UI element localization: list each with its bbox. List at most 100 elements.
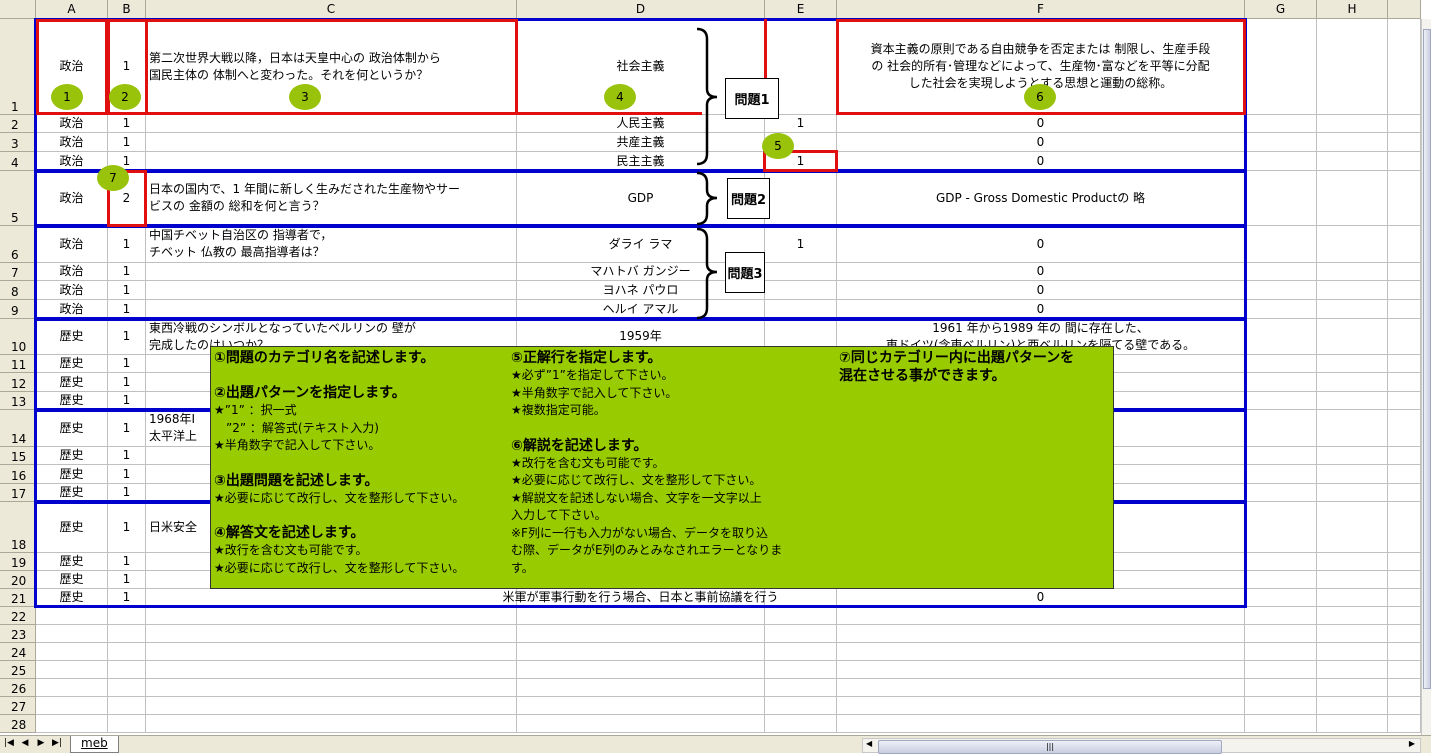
cell-e[interactable] [765,300,837,319]
cell-a[interactable]: 政治 [36,133,108,152]
cell-e[interactable] [765,589,837,607]
horizontal-scrollbar[interactable]: ◀ ||| ▶ [862,738,1421,754]
cell-x[interactable] [1317,484,1388,502]
vertical-scroll-thumb[interactable] [1423,29,1431,689]
cell-x[interactable] [1245,410,1317,447]
cell-d[interactable]: ヘルイ アマル [517,300,765,319]
cell-x[interactable] [1388,484,1421,502]
cell-e[interactable]: 1 [765,115,837,133]
row-header[interactable]: 13 [0,392,36,410]
cell-x[interactable] [1245,502,1317,553]
cell-f[interactable]: 0 [837,115,1245,133]
cell-x[interactable] [1245,697,1317,715]
cell-x[interactable] [1317,263,1388,281]
cell-x[interactable] [1388,661,1421,679]
cell-a[interactable] [36,697,108,715]
cell-d[interactable] [517,607,765,625]
cell-x[interactable] [1245,571,1317,589]
cell-b[interactable]: 1 [108,281,146,300]
row-header[interactable]: 10 [0,319,36,355]
cell-x[interactable] [1388,19,1421,115]
cell-x[interactable] [1245,715,1317,733]
row-header[interactable]: 20 [0,571,36,589]
row-header[interactable]: 25 [0,661,36,679]
row-header[interactable]: 18 [0,502,36,553]
cell-x[interactable] [1388,152,1421,171]
row-header[interactable]: 14 [0,410,36,447]
cell-x[interactable] [1245,171,1317,226]
cell-x[interactable] [1245,447,1317,465]
cell-f[interactable] [837,607,1245,625]
cell-a[interactable]: 歴史 [36,373,108,392]
cell-x[interactable] [1245,661,1317,679]
cell-x[interactable] [1317,355,1388,373]
cell-x[interactable] [1245,19,1317,115]
cell-x[interactable] [1388,625,1421,643]
cell-x[interactable] [1245,281,1317,300]
cell-x[interactable] [1245,643,1317,661]
cell-d[interactable]: 民主主義 [517,152,765,171]
cell-x[interactable] [1388,281,1421,300]
cell-x[interactable] [1388,410,1421,447]
cell-a[interactable]: 歴史 [36,571,108,589]
row-header[interactable]: 27 [0,697,36,715]
cell-e[interactable] [765,263,837,281]
cell-c[interactable] [146,589,517,607]
cell-f[interactable] [837,643,1245,661]
cell-x[interactable] [1317,19,1388,115]
cell-c[interactable] [146,697,517,715]
sheet-tab-meb[interactable]: meb [70,736,119,753]
row-header[interactable]: 1 [0,19,36,115]
cell-a[interactable] [36,679,108,697]
row-header[interactable]: 16 [0,465,36,484]
cell-d[interactable]: ダライ ラマ [517,226,765,263]
cell-x[interactable] [1317,553,1388,571]
cell-d[interactable] [517,679,765,697]
cell-b[interactable]: 1 [108,319,146,355]
cell-f[interactable] [837,715,1245,733]
cell-f[interactable]: 0 [837,281,1245,300]
cell-a[interactable]: 歴史 [36,465,108,484]
cell-x[interactable] [1245,355,1317,373]
row-header[interactable]: 15 [0,447,36,465]
row-header[interactable]: 28 [0,715,36,733]
column-header[interactable]: B [108,0,146,19]
cell-x[interactable] [1245,679,1317,697]
cell-f[interactable] [837,697,1245,715]
cell-c[interactable] [146,661,517,679]
cell-x[interactable] [1245,392,1317,410]
cell-e[interactable] [765,661,837,679]
cell-a[interactable]: 歴史 [36,484,108,502]
prev-sheet-icon[interactable]: ◀ [21,738,29,748]
cell-x[interactable] [1245,625,1317,643]
cell-b[interactable]: 1 [108,133,146,152]
cell-b[interactable] [108,625,146,643]
cell-b[interactable]: 1 [108,226,146,263]
cell-a[interactable] [36,625,108,643]
cell-x[interactable] [1317,447,1388,465]
vertical-scrollbar[interactable] [1421,19,1431,735]
cell-x[interactable] [1317,589,1388,607]
row-header[interactable]: 5 [0,171,36,226]
cell-x[interactable] [1388,697,1421,715]
column-header[interactable] [1388,0,1421,19]
cell-x[interactable] [1245,133,1317,152]
cell-e[interactable] [765,697,837,715]
cell-x[interactable] [1388,319,1421,355]
row-header[interactable]: 17 [0,484,36,502]
row-header[interactable]: 4 [0,152,36,171]
cell-x[interactable] [1388,679,1421,697]
cell-b[interactable]: 1 [108,410,146,447]
cell-a[interactable] [36,607,108,625]
cell-x[interactable] [1388,171,1421,226]
cell-f[interactable]: 0 [837,263,1245,281]
cell-c[interactable] [146,300,517,319]
cell-x[interactable] [1317,152,1388,171]
cell-x[interactable] [1317,226,1388,263]
cell-b[interactable]: 1 [108,300,146,319]
cell-x[interactable] [1317,679,1388,697]
row-header[interactable]: 12 [0,373,36,392]
row-header[interactable]: 19 [0,553,36,571]
column-header[interactable]: H [1317,0,1388,19]
cell-x[interactable] [1317,715,1388,733]
